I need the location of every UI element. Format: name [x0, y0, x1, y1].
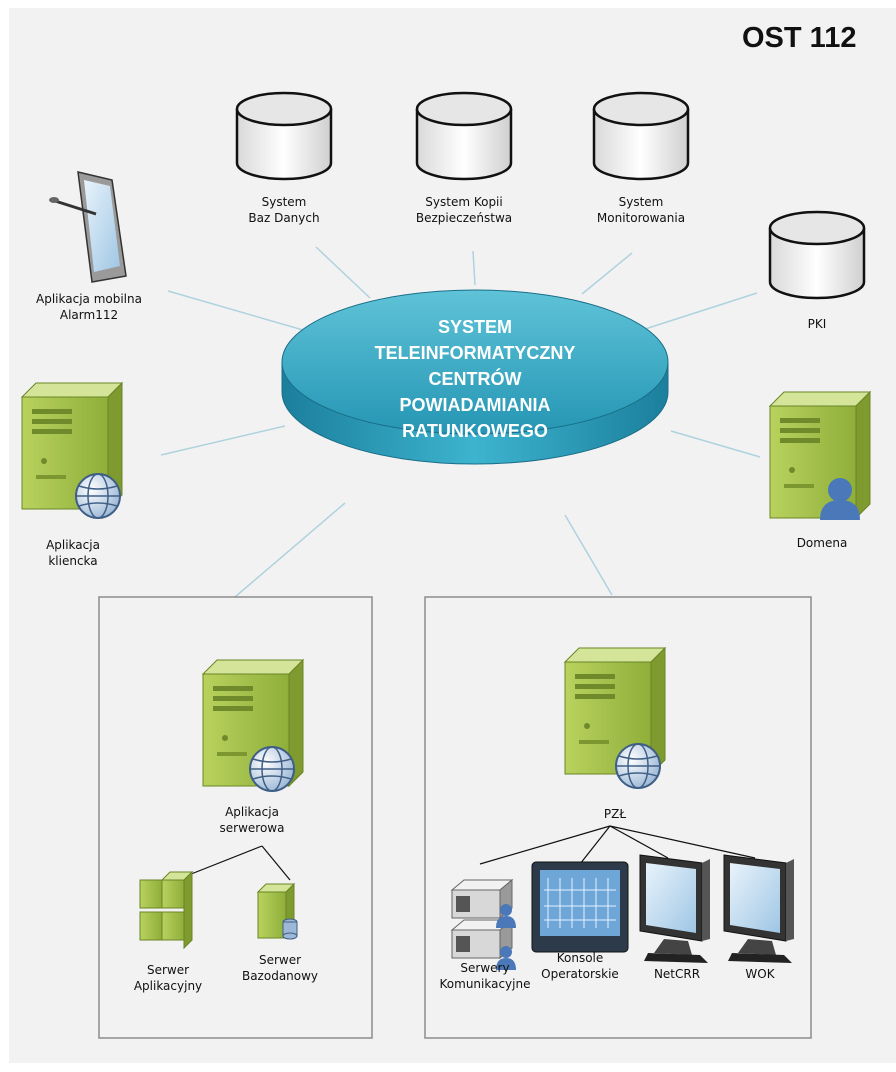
pzl-group-box: [424, 596, 812, 1039]
globe-icon-pzl: [615, 743, 661, 789]
label-srv-app: Serwer Aplikacyjny: [133, 963, 203, 993]
server-icon-bazodanowy: [256, 882, 298, 940]
globe-icon-app: [249, 746, 295, 792]
user-icon-domain: [820, 478, 860, 520]
label-consoles: Konsole Operatorskie: [541, 951, 619, 981]
server-icon-domain: [769, 391, 871, 519]
monitor-icon-wok: [723, 854, 795, 964]
connector-monitor: [581, 252, 633, 295]
hub-label: SYSTEM TELEINFORMATYCZNY CENTRÓW POWIADA…: [374, 317, 576, 441]
label-monitor: System Monitorowania: [596, 195, 686, 225]
label-mobile: Aplikacja mobilna Alarm112: [36, 292, 142, 322]
label-pzl: PZŁ: [603, 807, 627, 821]
label-client: Aplikacja kliencka: [46, 538, 100, 568]
label-pki: PKI: [807, 317, 827, 331]
database-icon-pki: [768, 210, 866, 300]
label-backup: System Kopii Bezpieczeństwa: [415, 195, 513, 225]
server-icon-aplikacyjny: [139, 870, 194, 950]
connector-pki: [641, 292, 758, 331]
database-icon-backup: [415, 91, 513, 181]
rack-server-icon-comm: [451, 879, 516, 970]
connector-backup: [472, 250, 476, 286]
connector-app-box: [234, 502, 346, 598]
label-srv-db: Serwer Bazodanowy: [241, 953, 319, 983]
connector-mobile: [167, 290, 304, 331]
database-icon-monitor: [592, 91, 690, 181]
monitor-icon-netcrr: [639, 854, 711, 964]
label-wok: WOK: [745, 967, 775, 981]
label-db: System Baz Danych: [248, 195, 320, 225]
label-app-server: Aplikacja serwerowa: [219, 805, 285, 835]
connector-domain: [670, 430, 761, 458]
connector-db: [315, 246, 371, 299]
globe-icon-client: [75, 473, 121, 519]
database-icon-db: [235, 91, 333, 181]
connector-client: [160, 425, 286, 456]
page-title: OST 112: [742, 22, 857, 54]
app-server-group-box: [98, 596, 373, 1039]
tablet-icon: [49, 171, 127, 283]
label-comm: Serwery Komunikacyjne: [439, 961, 531, 991]
connector-pzl-box: [564, 514, 613, 596]
label-domain: Domena: [796, 536, 848, 550]
console-icon: [531, 861, 629, 953]
label-netcrr: NetCRR: [653, 967, 701, 981]
hub-disk: [281, 289, 669, 465]
